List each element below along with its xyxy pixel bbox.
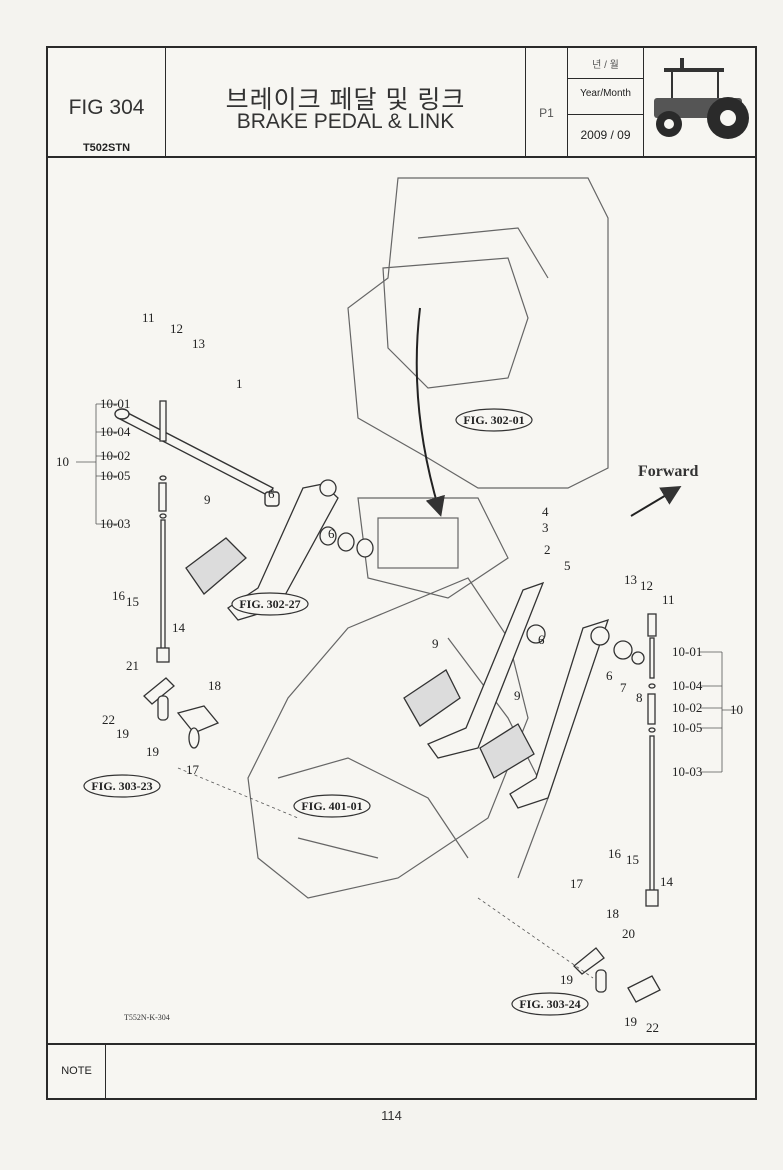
callout: 10-05 <box>672 720 702 735</box>
callout: 9 <box>514 688 521 703</box>
callout: 10-03 <box>672 764 702 779</box>
ref-fig-401-01: FIG. 401-01 <box>301 799 362 813</box>
year-month-korean: 년 / 월 <box>592 60 619 71</box>
callout: 12 <box>170 321 183 336</box>
callout: 17 <box>186 762 200 777</box>
callout: 9 <box>432 636 439 651</box>
callout: 6 <box>268 486 275 501</box>
callout: 10-04 <box>672 678 703 693</box>
logo-cell <box>644 48 757 156</box>
note-row: NOTE <box>48 1043 755 1098</box>
callout: 16 <box>112 588 126 603</box>
callout: 10-02 <box>100 448 130 463</box>
forward-label: Forward <box>638 463 699 480</box>
callout: 14 <box>660 874 674 889</box>
date-cell: 년 / 월 Year/Month 2009 / 09 <box>568 48 644 156</box>
callout: 8 <box>636 690 643 705</box>
forward-arrow <box>630 485 682 517</box>
fig-cell: FIG 304 T502STN <box>48 48 166 156</box>
callout: 10-04 <box>100 424 131 439</box>
callout: 13 <box>192 336 205 351</box>
ref-fig-302-01: FIG. 302-01 <box>463 413 524 427</box>
callout: 6 <box>538 632 545 647</box>
fig-number: FIG 304 <box>68 96 145 119</box>
revision-date: 2009 / 09 <box>580 128 631 142</box>
year-month-label: Year/Month <box>580 88 631 99</box>
callout: 6 <box>328 526 335 541</box>
callout: 11 <box>662 592 675 607</box>
callout: 19 <box>146 744 159 759</box>
callout: 4 <box>542 504 549 519</box>
callout: 1 <box>236 376 243 391</box>
callout: 10 <box>730 702 743 717</box>
page-cell: P1 <box>526 48 568 156</box>
transmission-housing-drawing <box>247 177 609 899</box>
drawing-code: T552N-K-304 <box>124 1013 170 1022</box>
right-brake-rod <box>645 613 659 907</box>
model-code: T502STN <box>82 142 131 154</box>
callout: 18 <box>208 678 221 693</box>
ref-fig-303-24: FIG. 303-24 <box>519 997 580 1011</box>
callout: 15 <box>626 852 639 867</box>
callout: 10-02 <box>672 700 702 715</box>
ref-fig-302-27: FIG. 302-27 <box>239 597 300 611</box>
callout: 22 <box>646 1020 659 1035</box>
callout: 12 <box>640 578 653 593</box>
title-cell: 브레이크 페달 및 링크 BRAKE PEDAL & LINK <box>166 48 526 156</box>
callout: 20 <box>622 926 635 941</box>
callout: 21 <box>126 658 139 673</box>
cross-shaft <box>114 408 280 507</box>
callout: 17 <box>570 876 584 891</box>
page-number: 114 <box>381 1108 402 1123</box>
callout: 15 <box>126 594 139 609</box>
page-label: P1 <box>539 106 554 120</box>
reference-labels <box>83 408 589 1016</box>
callout: 10-01 <box>100 396 130 411</box>
tractor-icon <box>654 58 749 139</box>
callout: 5 <box>564 558 571 573</box>
callout: 3 <box>542 520 549 535</box>
callout: 19 <box>116 726 129 741</box>
lower-linkages <box>143 677 661 1003</box>
ref-fig-303-23: FIG. 303-23 <box>91 779 152 793</box>
left-brake-rod <box>156 400 170 663</box>
callout: 11 <box>142 310 155 325</box>
callout: 2 <box>544 542 551 557</box>
callout: 14 <box>172 620 186 635</box>
callout: 22 <box>102 712 115 727</box>
callout: 10-03 <box>100 516 130 531</box>
callout: 16 <box>608 846 622 861</box>
callout: 10-05 <box>100 468 130 483</box>
drawing-sheet: FIG 304 T502STN 브레이크 페달 및 링크 BRAKE PEDAL… <box>46 46 757 1100</box>
callout: 7 <box>620 680 627 695</box>
title-korean: 브레이크 페달 및 링크 <box>225 86 466 114</box>
callout: 13 <box>624 572 637 587</box>
callout: 6 <box>606 668 613 683</box>
callout: 18 <box>606 906 619 921</box>
note-label: NOTE <box>48 1045 106 1098</box>
assembly-arrow <box>415 307 445 517</box>
title-block: FIG 304 T502STN 브레이크 페달 및 링크 BRAKE PEDAL… <box>48 48 755 158</box>
parts-diagram: Forward <box>48 158 755 1043</box>
callout: 19 <box>624 1014 637 1029</box>
callout: 10 <box>56 454 69 469</box>
callout: 10-01 <box>672 644 702 659</box>
title-english: BRAKE PEDAL & LINK <box>236 110 455 133</box>
callout: 9 <box>204 492 211 507</box>
callout: 19 <box>560 972 573 987</box>
bushings-6 <box>319 526 374 558</box>
right-brake-pedals <box>403 581 645 809</box>
